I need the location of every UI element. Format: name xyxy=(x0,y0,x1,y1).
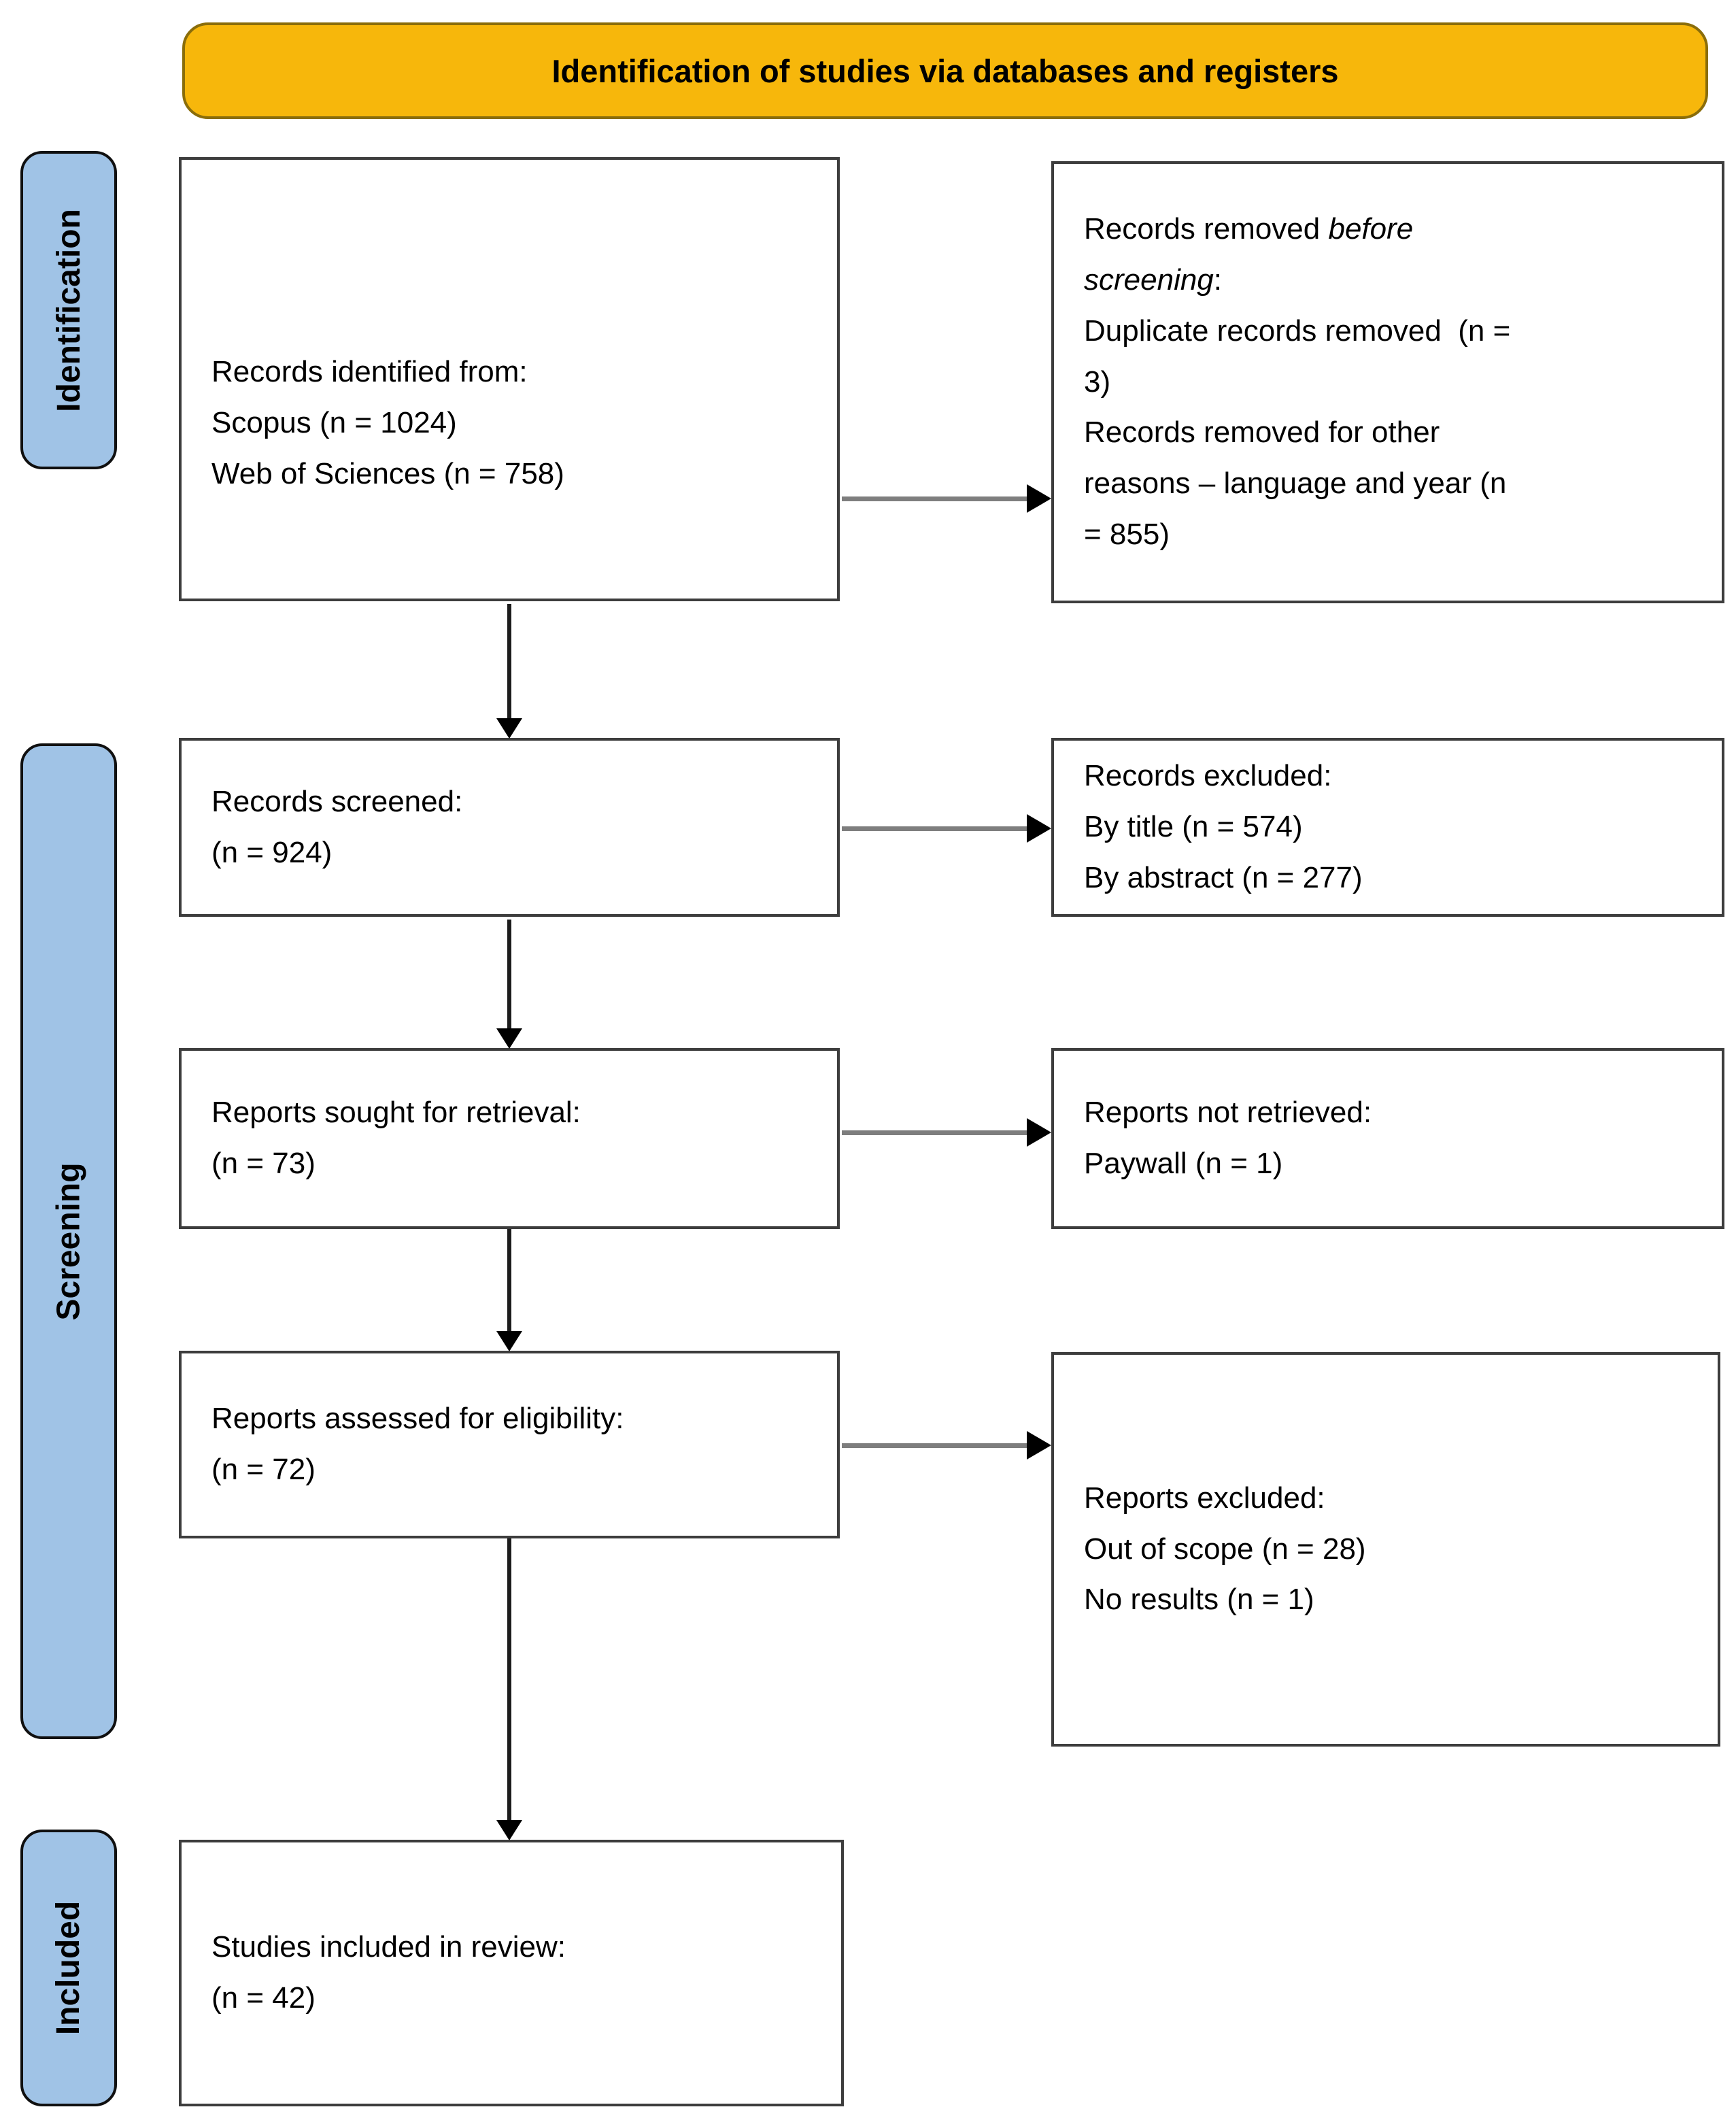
box-records-excluded: Records excluded:By title (n = 574)By ab… xyxy=(1051,738,1724,917)
stage-bar-identification-label: Identification xyxy=(50,208,87,412)
box-reports-assessed-for-eligibility: Reports assessed for eligibility:(n = 72… xyxy=(179,1351,840,1538)
box-reports-not-retrieved: Reports not retrieved:Paywall (n = 1) xyxy=(1051,1048,1724,1229)
arrow-identified-to-removed-stem xyxy=(842,496,1028,501)
box-studies-included-in-review: Studies included in review:(n = 42) xyxy=(179,1840,844,2106)
arrow-screened-to-sought-stem xyxy=(507,920,511,1030)
arrow-identified-to-screened-stem xyxy=(507,604,511,721)
arrow-assessed-to-excluded-stem xyxy=(842,1443,1028,1448)
arrow-sought-to-not-retrieved-head xyxy=(1027,1118,1051,1147)
stage-bar-included-label: Included xyxy=(50,1900,87,2036)
arrow-identified-to-screened-head xyxy=(496,718,522,739)
arrow-assessed-to-included-head xyxy=(496,1820,522,1840)
banner-title: Identification of studies via databases … xyxy=(182,22,1708,119)
arrow-screened-to-excluded-stem xyxy=(842,826,1028,831)
arrow-assessed-to-included-stem xyxy=(507,1538,511,1821)
arrow-sought-to-assessed-head xyxy=(496,1331,522,1351)
arrow-identified-to-removed-head xyxy=(1027,484,1051,513)
arrow-screened-to-sought-head xyxy=(496,1028,522,1049)
stage-bar-screening-label: Screening xyxy=(50,1162,87,1321)
arrow-sought-to-assessed-stem xyxy=(507,1229,511,1332)
box-reports-excluded: Reports excluded:Out of scope (n = 28)No… xyxy=(1051,1352,1720,1747)
banner-title-label: Identification of studies via databases … xyxy=(551,52,1339,89)
stage-bar-included: Included xyxy=(20,1830,117,2106)
box-reports-sought-for-retrieval: Reports sought for retrieval:(n = 73) xyxy=(179,1048,840,1229)
arrow-sought-to-not-retrieved-stem xyxy=(842,1130,1028,1135)
arrow-assessed-to-excluded-head xyxy=(1027,1431,1051,1460)
box-records-screened: Records screened:(n = 924) xyxy=(179,738,840,917)
box-records-identified: Records identified from:Scopus (n = 1024… xyxy=(179,157,840,601)
stage-bar-identification: Identification xyxy=(20,151,117,469)
stage-bar-screening: Screening xyxy=(20,743,117,1739)
arrow-screened-to-excluded-head xyxy=(1027,814,1051,843)
